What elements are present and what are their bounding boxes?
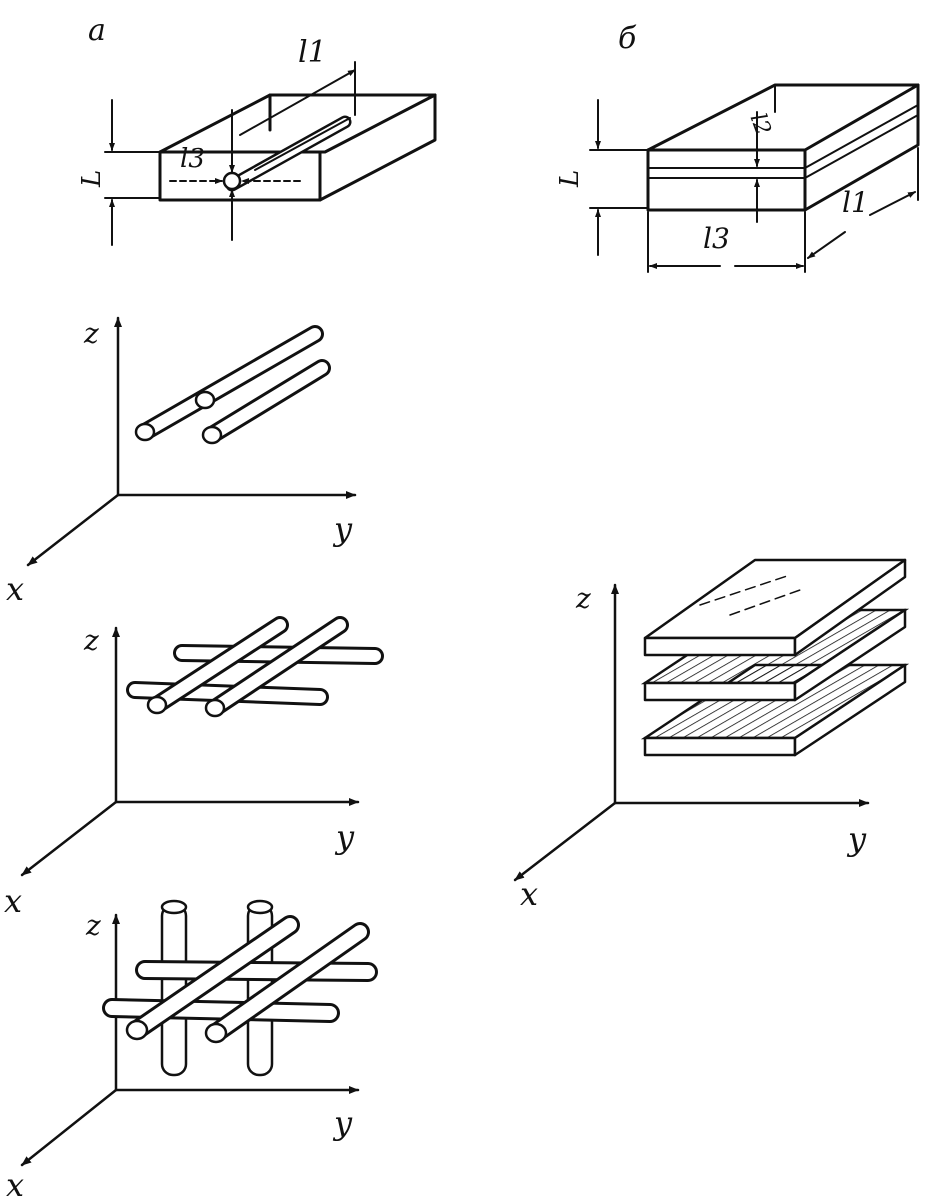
rods-2d — [126, 616, 384, 718]
axis-y-label: y — [332, 510, 353, 548]
axis-y-label-3: y — [332, 1104, 353, 1142]
axis-y-label-2: y — [334, 818, 355, 856]
dimension-l3 — [169, 109, 301, 241]
channel-box — [158, 93, 437, 202]
rods-1d — [134, 325, 331, 445]
axis-x-label-2: x — [4, 882, 22, 920]
dim-L-label-b: L — [555, 170, 585, 188]
axes-2: z y x — [4, 624, 360, 920]
axes-4: z y x — [513, 582, 870, 913]
dimension-l1 — [239, 61, 356, 136]
panel-b-label: б — [618, 21, 637, 56]
dim-l2-label: l2 — [745, 110, 776, 138]
axis-z-label-3: z — [85, 909, 101, 942]
dim-l3-label-b: l3 — [703, 222, 730, 255]
axis-z-label-2: z — [83, 624, 99, 657]
panel-b: б L l2 l3 — [555, 21, 920, 273]
plates-stack — [640, 558, 910, 757]
dimension-l1-b — [807, 147, 919, 259]
rods-3d — [102, 899, 378, 1077]
axis-z-label-4: z — [575, 582, 591, 615]
axis-x-label-4: x — [520, 875, 538, 913]
dimension-l3-b — [647, 211, 806, 273]
dim-l1-label-b: l1 — [842, 186, 869, 219]
dim-l3-label: l3 — [180, 144, 205, 174]
dimension-L — [104, 99, 161, 246]
axis-x-label-3: x — [6, 1166, 24, 1203]
dim-L-label: L — [77, 170, 107, 188]
layered-box — [646, 83, 920, 212]
axes-1: z y x — [6, 316, 357, 608]
dimension-L-b — [589, 99, 649, 256]
axis-x-label: x — [6, 570, 24, 608]
panel-a-label: а — [88, 13, 106, 48]
panel-a: а L l3 — [77, 13, 437, 246]
dim-l1-label: l1 — [298, 35, 327, 70]
axis-z-label: z — [83, 317, 99, 350]
axis-y-label-4: y — [846, 820, 867, 858]
